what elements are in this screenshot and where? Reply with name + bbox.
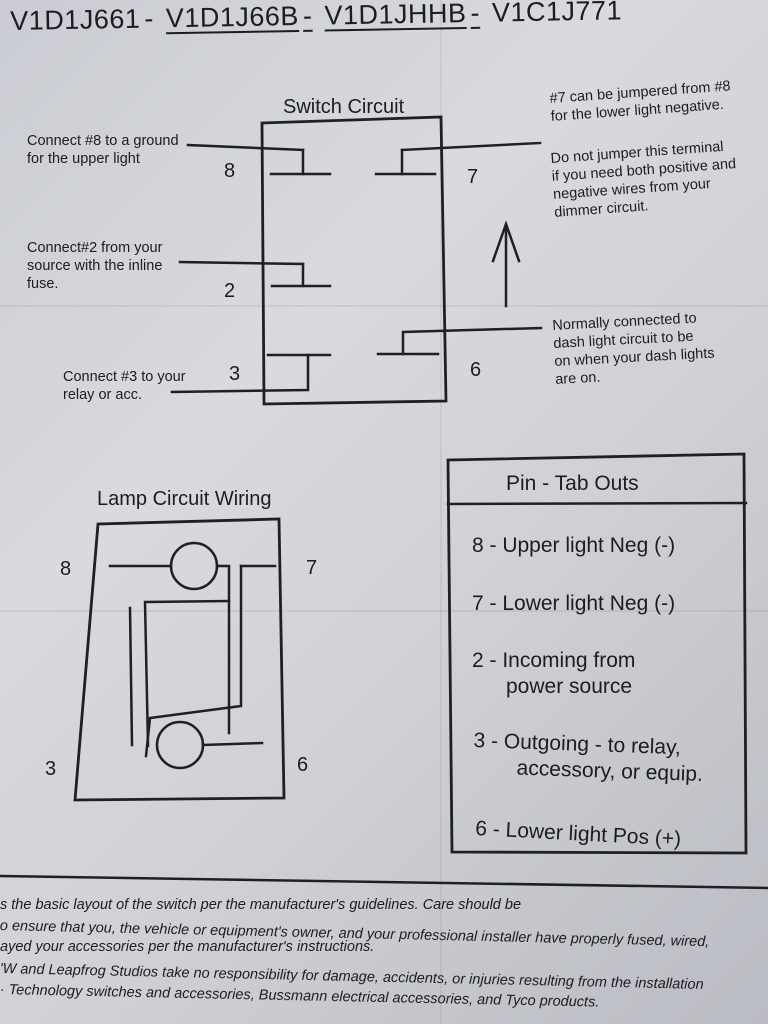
- leader-line-7: [400, 141, 542, 152]
- note-pin-2: Connect#2 from your source with the inli…: [27, 240, 163, 292]
- switch-pin-2-label: 2: [224, 280, 236, 302]
- leader-line-8: [186, 143, 305, 152]
- lamp-circuit-heading: Lamp Circuit Wiring: [97, 488, 272, 510]
- pin-table-header-divider: [446, 501, 748, 506]
- switch-circuit-heading: Switch Circuit: [283, 96, 405, 118]
- switch-pin-6-label: 6: [470, 359, 482, 381]
- note-pin-3: Connect #3 to your relay or acc.: [63, 369, 186, 403]
- footer-line-1: s the basic layout of the switch per the…: [0, 897, 522, 913]
- switch-body-outline: [260, 115, 448, 406]
- leader-line-2: [178, 260, 305, 266]
- lamp-pin-7-label: 7: [306, 557, 318, 579]
- pin-table-item-2: 2 - Incoming from power source: [472, 649, 636, 698]
- upper-lamp-symbol: [169, 541, 219, 591]
- note-pin-6: Normally connected to dash light circuit…: [552, 310, 715, 388]
- note-pin-8: Connect #8 to a ground for the upper lig…: [27, 133, 179, 167]
- lower-lamp-symbol: [155, 720, 205, 770]
- lamp-circuit-outline: [73, 517, 286, 802]
- note-pin-7-warning: Do not jumper this terminal if you need …: [550, 138, 737, 221]
- pin-table-item-3: 3 - Outgoing - to relay, accessory, or e…: [473, 728, 704, 787]
- pin-table-outline: [446, 452, 748, 855]
- pin-table-heading: Pin - Tab Outs: [506, 472, 639, 495]
- switch-pin-7-label: 7: [467, 166, 479, 188]
- lamp-pin-8-label: 8: [60, 558, 72, 580]
- switch-pin-3-label: 3: [229, 363, 241, 385]
- pin-table-item-8: 8 - Upper light Neg (-): [472, 534, 676, 557]
- lamp-pin-6-label: 6: [297, 754, 309, 776]
- pin-table-item-7: 7 - Lower light Neg (-): [472, 592, 676, 615]
- footer-line-3: ayed your accessories per the manufactur…: [0, 939, 375, 955]
- lamp-pin-3-label: 3: [45, 758, 57, 780]
- footer-divider: [0, 874, 768, 890]
- switch-pin-8-label: 8: [224, 160, 236, 182]
